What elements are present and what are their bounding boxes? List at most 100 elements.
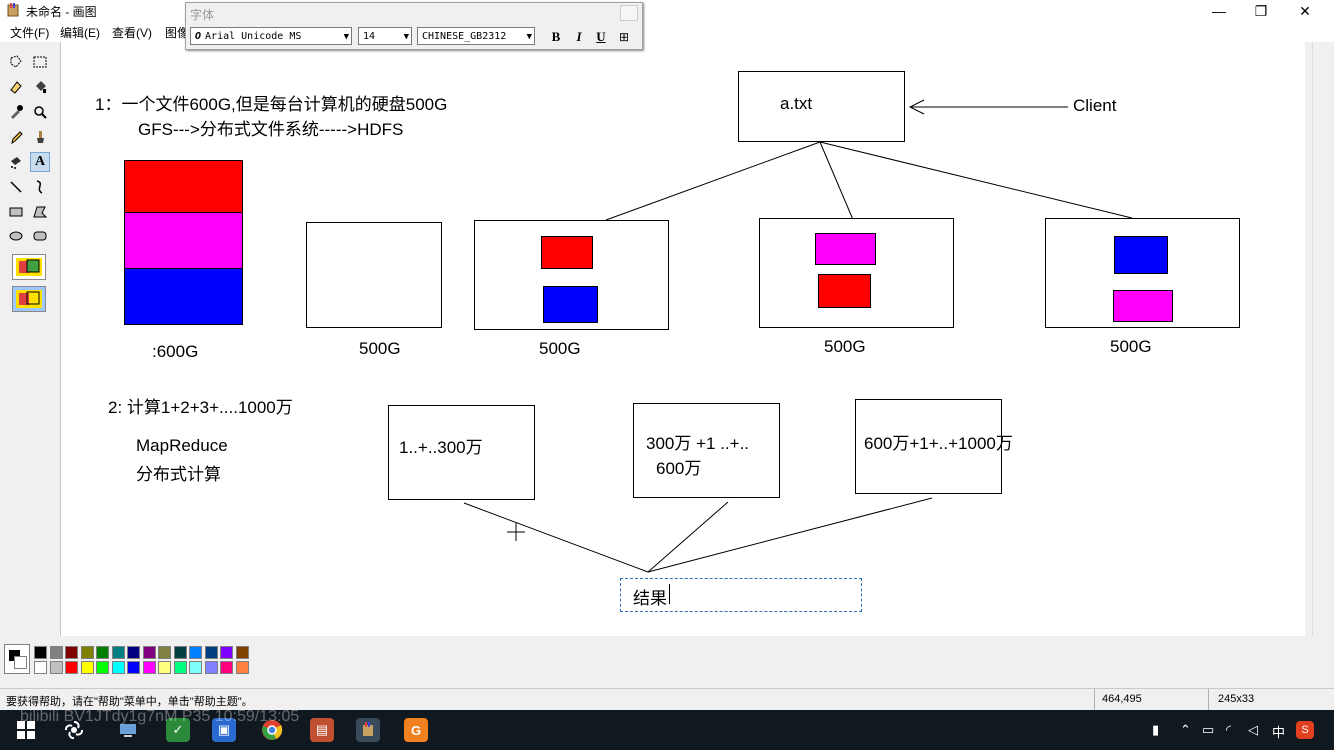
task-box-3: 600万+1+..+1000万 (855, 399, 1013, 494)
magnifier-icon[interactable] (30, 102, 50, 122)
task-app-blue-icon[interactable]: ▣ (212, 718, 236, 742)
charset-value: CHINESE_GB2312 (422, 31, 507, 42)
eraser-icon[interactable] (6, 77, 26, 97)
chevron-up-icon[interactable]: ⌃ (1180, 722, 1191, 737)
color-swatch[interactable] (235, 646, 249, 659)
close-button[interactable]: ✕ (1299, 2, 1311, 19)
color-swatch[interactable] (34, 661, 47, 674)
chrome-icon[interactable] (260, 718, 284, 742)
color-swatch[interactable] (173, 646, 187, 659)
underline-button[interactable]: U (596, 29, 606, 44)
fill-bucket-icon[interactable] (30, 77, 50, 97)
color-swatch[interactable] (96, 661, 109, 674)
vertical-scrollbar[interactable] (1305, 42, 1334, 636)
curve-tool-icon[interactable] (30, 177, 50, 197)
color-swatch[interactable] (65, 661, 78, 674)
windows-start-icon[interactable] (14, 718, 38, 742)
color-swatch[interactable] (173, 661, 187, 674)
color-swatch[interactable] (158, 661, 171, 674)
task-app-green-icon[interactable]: ✓ (166, 718, 190, 742)
disk-box-3 (759, 218, 954, 328)
color-swatch[interactable] (158, 646, 171, 659)
color-swatch[interactable] (204, 661, 218, 674)
task-app-window-icon[interactable]: ▤ (310, 718, 334, 742)
notification-app-icon[interactable]: S (1296, 721, 1314, 739)
color-swatch[interactable] (80, 661, 94, 674)
rect-select-icon[interactable] (30, 52, 50, 72)
charset-select[interactable]: CHINESE_GB2312▼ (417, 27, 535, 45)
color-swatch[interactable] (49, 661, 63, 674)
battery-icon[interactable]: ▮ (1152, 722, 1160, 737)
wifi-icon[interactable]: ◜ (1226, 722, 1232, 737)
color-swatch[interactable] (96, 646, 109, 659)
font-toolbar-close-button[interactable] (620, 5, 638, 21)
color-swatch[interactable] (204, 646, 218, 659)
ime-indicator[interactable]: 中 (1272, 725, 1286, 740)
color-swatch[interactable] (127, 646, 140, 659)
color-swatch[interactable] (189, 661, 202, 674)
color-swatch[interactable] (127, 661, 140, 674)
bold-button[interactable]: B (551, 29, 561, 44)
color-picker-icon[interactable] (6, 102, 26, 122)
transparent-background-icon[interactable] (12, 286, 46, 312)
status-size: 245x33 (1218, 693, 1255, 705)
drawing-canvas[interactable] (61, 42, 1305, 636)
file-box: a.txt (738, 71, 905, 142)
menu-view[interactable]: 查看(V) (112, 26, 152, 40)
font-size-value: 14 (363, 31, 376, 42)
paint-task-icon[interactable] (356, 718, 380, 742)
section1-heading: 1：一个文件600G,但是每台计算机的硬盘500G (95, 95, 448, 114)
color-swatch[interactable] (111, 646, 125, 659)
free-select-icon[interactable] (6, 52, 26, 72)
airbrush-icon[interactable] (6, 152, 26, 172)
mapreduce-label: MapReduce (136, 436, 228, 455)
window-title: 未命名 - 画图 (26, 5, 97, 19)
opaque-background-icon[interactable] (12, 254, 46, 280)
task-label-3: 600万+1+..+1000万 (864, 434, 1013, 453)
computer-icon[interactable] (116, 718, 140, 742)
color-swatch[interactable] (80, 646, 94, 659)
rounded-rect-tool-icon[interactable] (30, 226, 50, 246)
file-label: a.txt (780, 94, 813, 113)
task-label-1: 1..+..300万 (399, 438, 483, 457)
video-overlay-text: bilibili BV1JTdy1g7nM P35 10:59/13:05 (20, 708, 300, 725)
font-size-select[interactable]: 14▼ (358, 27, 412, 45)
status-bar: 要获得帮助，请在"帮助"菜单中，单击"帮助主题"。 464,495 245x33 (0, 688, 1334, 711)
task-app-orange-icon[interactable]: G (404, 718, 428, 742)
color-swatch[interactable] (111, 661, 125, 674)
color-swatch[interactable] (220, 646, 233, 659)
brush-icon[interactable] (30, 127, 50, 147)
color-swatch[interactable] (142, 661, 156, 674)
font-name-value: Arial Unicode MS (205, 31, 302, 42)
color-swatch[interactable] (235, 661, 249, 674)
restore-button[interactable]: ❐ (1254, 2, 1268, 19)
client-label: Client (1073, 96, 1117, 115)
network-icon[interactable]: ▭ (1202, 722, 1215, 737)
menu-edit[interactable]: 编辑(E) (60, 26, 100, 40)
current-colors[interactable] (4, 644, 30, 674)
vertical-text-button[interactable]: ⊞ (618, 30, 630, 44)
rectangle-tool-icon[interactable] (6, 202, 26, 222)
text-edit-box[interactable]: 结果 (620, 578, 862, 612)
menu-image[interactable]: 图像 (165, 26, 190, 40)
volume-icon[interactable]: ◁ (1248, 722, 1258, 737)
polygon-tool-icon[interactable] (30, 202, 50, 222)
ellipse-tool-icon[interactable] (6, 226, 26, 246)
color-swatch[interactable] (65, 646, 78, 659)
menu-file[interactable]: 文件(F) (10, 26, 50, 40)
color-swatch[interactable] (49, 646, 63, 659)
fan-icon[interactable] (62, 718, 86, 742)
color-swatch[interactable] (220, 661, 233, 674)
italic-button[interactable]: I (576, 29, 582, 44)
minimize-button[interactable]: — (1212, 3, 1226, 19)
pencil-icon[interactable] (6, 127, 26, 147)
text-tool-icon[interactable]: A (30, 152, 50, 172)
disk-box-1 (306, 222, 442, 328)
color-swatch[interactable] (189, 646, 202, 659)
color-swatch[interactable] (34, 646, 47, 659)
color-swatch[interactable] (142, 646, 156, 659)
line-tool-icon[interactable] (6, 177, 26, 197)
task-box-2: 300万 +1 ..+.. 600万 (633, 403, 780, 498)
